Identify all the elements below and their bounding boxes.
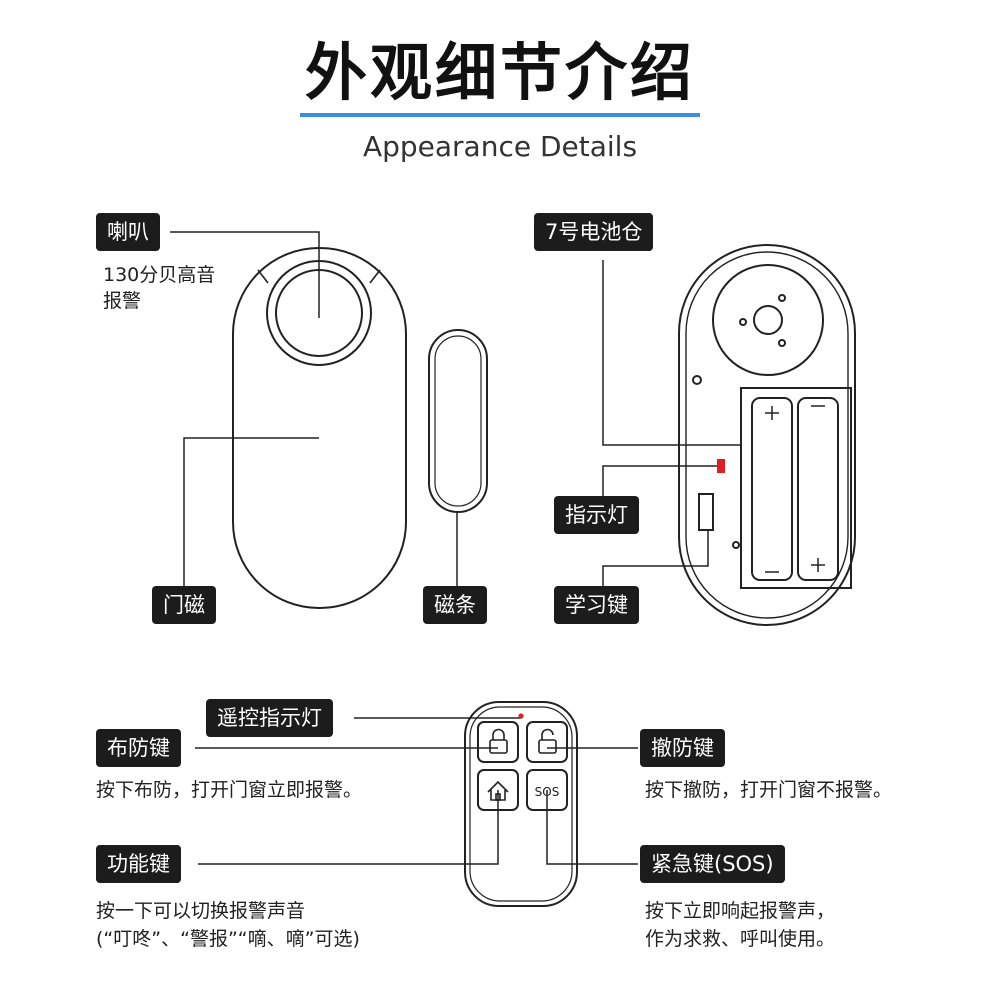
indicator-led [717,459,725,473]
sos-key-note-line1: 按下立即响起报警声， [645,900,836,922]
label-function-key: 功能键 [96,845,181,883]
sensor-back-body [678,244,856,626]
label-indicator-light: 指示灯 [554,496,639,534]
label-remote-indicator: 遥控指示灯 [206,699,333,737]
label-battery-compartment: 7号电池仓 [534,213,654,251]
page-subtitle: Appearance Details [362,130,638,163]
label-learn-key: 学习键 [554,586,639,624]
disarm-key-note: 按下撤防，打开门窗不报警。 [645,779,893,801]
label-arm-key: 布防键 [96,729,181,767]
label-magnet-strip: 磁条 [423,586,487,624]
label-disarm-key: 撤防键 [640,729,725,767]
title-underline [300,113,700,117]
sos-button-text: SOS [535,785,560,799]
label-door-magnet: 门磁 [152,586,216,624]
sos-key-note-line2: 作为求救、呼叫使用。 [645,928,836,950]
page-title: 外观细节介绍 [304,36,695,109]
function-key-note-line2: (“叮咚”、“警报”“嘀、嘀”可选) [96,928,360,950]
label-sos-key: 紧急键(SOS) [640,845,785,883]
remote-indicator-led [518,713,524,719]
arm-key-note: 按下布防，打开门窗立即报警。 [96,779,363,801]
magnet-strip-body [428,329,488,513]
function-key-note-line1: 按一下可以切换报警声音 [96,900,306,922]
speaker-note-line2: 报警 [103,290,142,312]
label-speaker: 喇叭 [96,213,160,251]
speaker-note-line1: 130分贝高音 [103,264,216,286]
leader-lines [170,231,741,865]
remote-control-body [464,701,578,907]
